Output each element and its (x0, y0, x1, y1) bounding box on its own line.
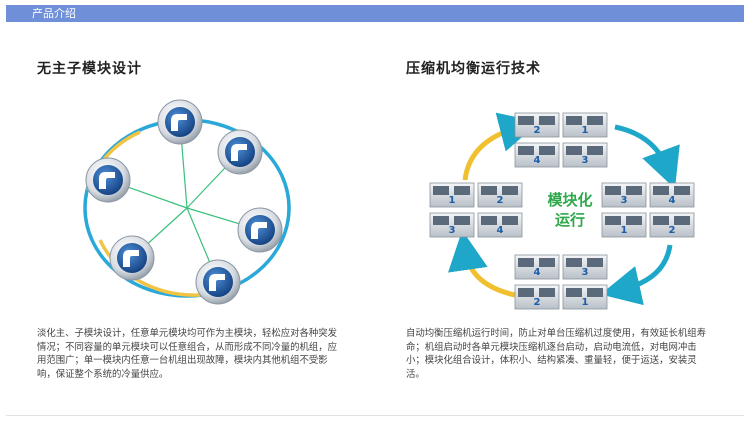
left-description: 淡化主、子模块设计，任意单元模块均可作为主模块，轻松应对各种突发 情况；不同容量… (37, 327, 347, 381)
unit-number: 2 (497, 195, 504, 206)
header-title: 产品介绍 (32, 7, 76, 20)
module-node-icon (85, 157, 131, 203)
module-node-icon (157, 99, 203, 145)
unit-number: 2 (534, 297, 541, 308)
module-network-diagram (83, 99, 291, 305)
ac-unit-icon: 4 (514, 142, 560, 168)
right-desc-line: 活。 (406, 368, 425, 380)
unit-number: 1 (582, 297, 589, 308)
ac-unit-icon: 1 (601, 212, 647, 238)
center-label-line2: 运行 (555, 211, 585, 229)
ring-yellow-lower (98, 239, 201, 297)
ac-unit-icon: 3 (601, 182, 647, 208)
arrow-top-right (614, 124, 680, 189)
center-label-line1: 模块化 (547, 191, 592, 209)
right-desc-line: 小；模块化组合设计，体积小、结构紧凑、重量轻，便于运送，安装灵 (406, 355, 697, 366)
unit-number: 1 (621, 225, 628, 236)
unit-number: 3 (449, 225, 456, 236)
unit-number: 1 (582, 125, 589, 136)
ac-unit-icon: 3 (429, 212, 475, 238)
module-node-icon (237, 207, 283, 253)
ac-unit-icon: 1 (562, 112, 608, 138)
ac-unit-icon: 1 (562, 284, 608, 310)
ac-unit-icon: 2 (649, 212, 695, 238)
unit-number: 4 (497, 225, 504, 236)
module-node-icon (195, 259, 241, 305)
ac-unit-icon: 3 (562, 142, 608, 168)
bottom-divider (6, 415, 744, 416)
left-desc-line: 用范围广；单一模块内任意一台机组出现故障，模块内其他机组不受影 (37, 355, 328, 366)
modular-run-diagram: 2 1 4 3 1 2 3 4 3 4 1 2 4 3 2 1 模块化 运行 (429, 112, 695, 310)
ac-unit-icon: 3 (562, 254, 608, 280)
unit-number: 2 (669, 225, 676, 236)
unit-number: 3 (582, 155, 589, 166)
right-section-title: 压缩机均衡运行技术 (406, 61, 541, 77)
unit-number: 1 (449, 195, 456, 206)
unit-number: 2 (534, 125, 541, 136)
module-node-icon (109, 235, 155, 281)
ac-unit-icon: 2 (514, 284, 560, 310)
ac-unit-icon: 4 (514, 254, 560, 280)
arrow-top-left (462, 112, 540, 181)
ac-unit-icon: 2 (477, 182, 523, 208)
unit-number: 4 (669, 195, 676, 206)
module-node-icon (217, 129, 263, 175)
arrow-bottom-right (600, 244, 673, 306)
left-desc-line: 淡化主、子模块设计，任意单元模块均可作为主模块，轻松应对各种突发 (37, 328, 338, 339)
left-desc-line: 情况；不同容量的单元模块可以任意组合，从而形成不同冷量的机组，应 (37, 341, 338, 353)
ac-unit-icon: 4 (477, 212, 523, 238)
right-desc-line: 自动均衡压缩机运行时间，防止对单台压缩机过度使用，有效延长机组寿 (406, 328, 707, 339)
unit-number: 4 (534, 267, 541, 278)
left-desc-line: 响，保证整个系统的冷量供应。 (37, 368, 169, 380)
header-bar: 产品介绍 (6, 5, 744, 22)
right-desc-line: 命；机组启动时各单元模块压缩机逐台启动，启动电流低，对电网冲击 (406, 341, 697, 353)
unit-number: 3 (582, 267, 589, 278)
unit-number: 4 (534, 155, 541, 166)
right-description: 自动均衡压缩机运行时间，防止对单台压缩机过度使用，有效延长机组寿 命；机组启动时… (406, 327, 716, 381)
left-section-title: 无主子模块设计 (37, 61, 142, 77)
arrow-bottom-left (448, 230, 516, 298)
ac-unit-icon: 1 (429, 182, 475, 208)
unit-number: 3 (621, 195, 628, 206)
ac-unit-icon: 4 (649, 182, 695, 208)
ac-unit-icon: 2 (514, 112, 560, 138)
